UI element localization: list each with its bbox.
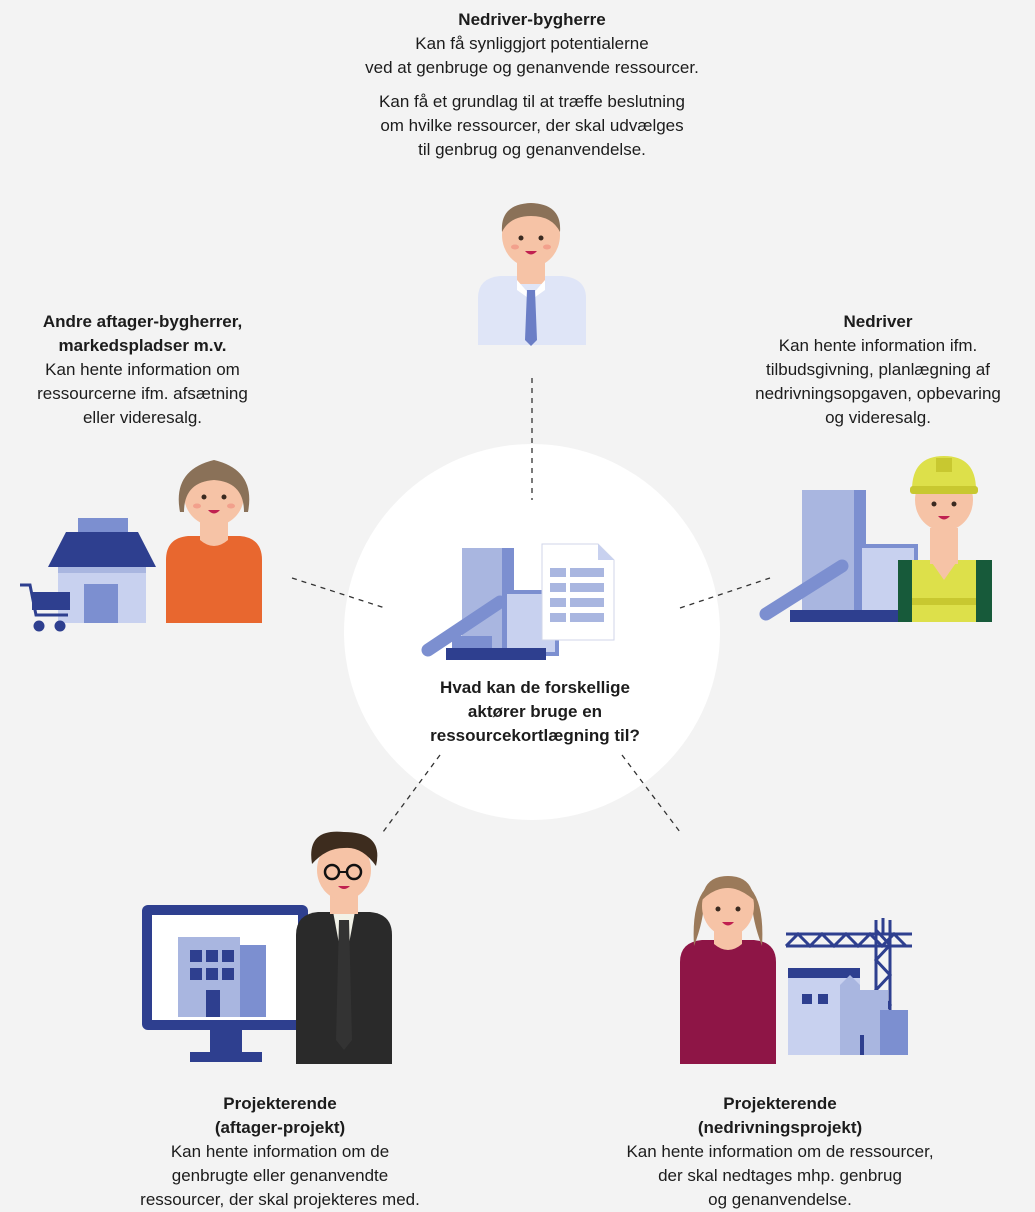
developer-text-line: ved at genbruge og genanvende ressourcer… <box>365 58 699 77</box>
architect-text-line: ressourcer, der skal projekteres med. <box>140 1190 420 1209</box>
developer-illustration <box>478 203 586 346</box>
demolisher-text-line: tilbudsgivning, planlægning af <box>766 360 990 379</box>
marketplace-description: Andre aftager-bygherrer, markedspladser … <box>0 310 285 430</box>
planner-title: Projekterende <box>723 1094 837 1113</box>
demolisher-text-line: nedrivningsopgaven, opbevaring <box>755 384 1001 403</box>
architect-description: Projekterende (aftager-projekt) Kan hent… <box>110 1092 450 1212</box>
center-question-line: ressourcekortlægning til? <box>430 726 640 745</box>
demolisher-text-line: Kan hente information ifm. <box>778 336 978 355</box>
developer-text-line: til genbrug og genanvendelse. <box>418 140 646 159</box>
marketplace-title: markedspladser m.v. <box>58 336 227 355</box>
planner-text-line: Kan hente information om de ressourcer, <box>626 1142 934 1161</box>
demolisher-text-line: og videresalg. <box>825 408 931 427</box>
developer-text-line: om hvilke ressourcer, der skal udvælges <box>380 116 684 135</box>
marketplace-text-line: ressourcerne ifm. afsætning <box>37 384 248 403</box>
planner-text-line: der skal nedtages mhp. genbrug <box>658 1166 902 1185</box>
marketplace-illustration <box>20 460 262 632</box>
developer-text-line: Kan få synliggjort potentialerne <box>415 34 649 53</box>
architect-illustration <box>142 831 392 1064</box>
developer-title: Nedriver-bygherre <box>458 10 606 29</box>
demolisher-description: Nedriver Kan hente information ifm. tilb… <box>725 310 1031 430</box>
developer-text-line: Kan få et grundlag til at træffe beslutn… <box>379 92 685 111</box>
planner-illustration <box>680 876 912 1064</box>
architect-text-line: Kan hente information om de <box>170 1142 390 1161</box>
architect-title: (aftager-projekt) <box>214 1118 346 1137</box>
center-question-line: Hvad kan de forskellige <box>440 678 630 697</box>
connector-bottom-right <box>621 754 681 833</box>
planner-text-line: og genanvendelse. <box>708 1190 852 1209</box>
developer-description: Nedriver-bygherre Kan få synliggjort pot… <box>267 8 797 162</box>
demolisher-title: Nedriver <box>843 312 913 331</box>
marketplace-title: Andre aftager-bygherrer, <box>42 312 243 331</box>
materials-document-illustration <box>421 543 615 660</box>
planner-description: Projekterende (nedrivningsprojekt) Kan h… <box>585 1092 975 1212</box>
connector-left <box>291 577 386 609</box>
marketplace-text-line: Kan hente information om <box>45 360 240 379</box>
center-question-line: aktører bruge en <box>467 702 603 721</box>
architect-title: Projekterende <box>223 1094 337 1113</box>
center-question: Hvad kan de forskellige aktører bruge en… <box>360 676 710 748</box>
marketplace-text-line: eller videresalg. <box>82 408 203 427</box>
demolisher-illustration <box>759 456 992 622</box>
architect-text-line: genbrugte eller genanvendte <box>171 1166 389 1185</box>
planner-title: (nedrivningsprojekt) <box>697 1118 863 1137</box>
